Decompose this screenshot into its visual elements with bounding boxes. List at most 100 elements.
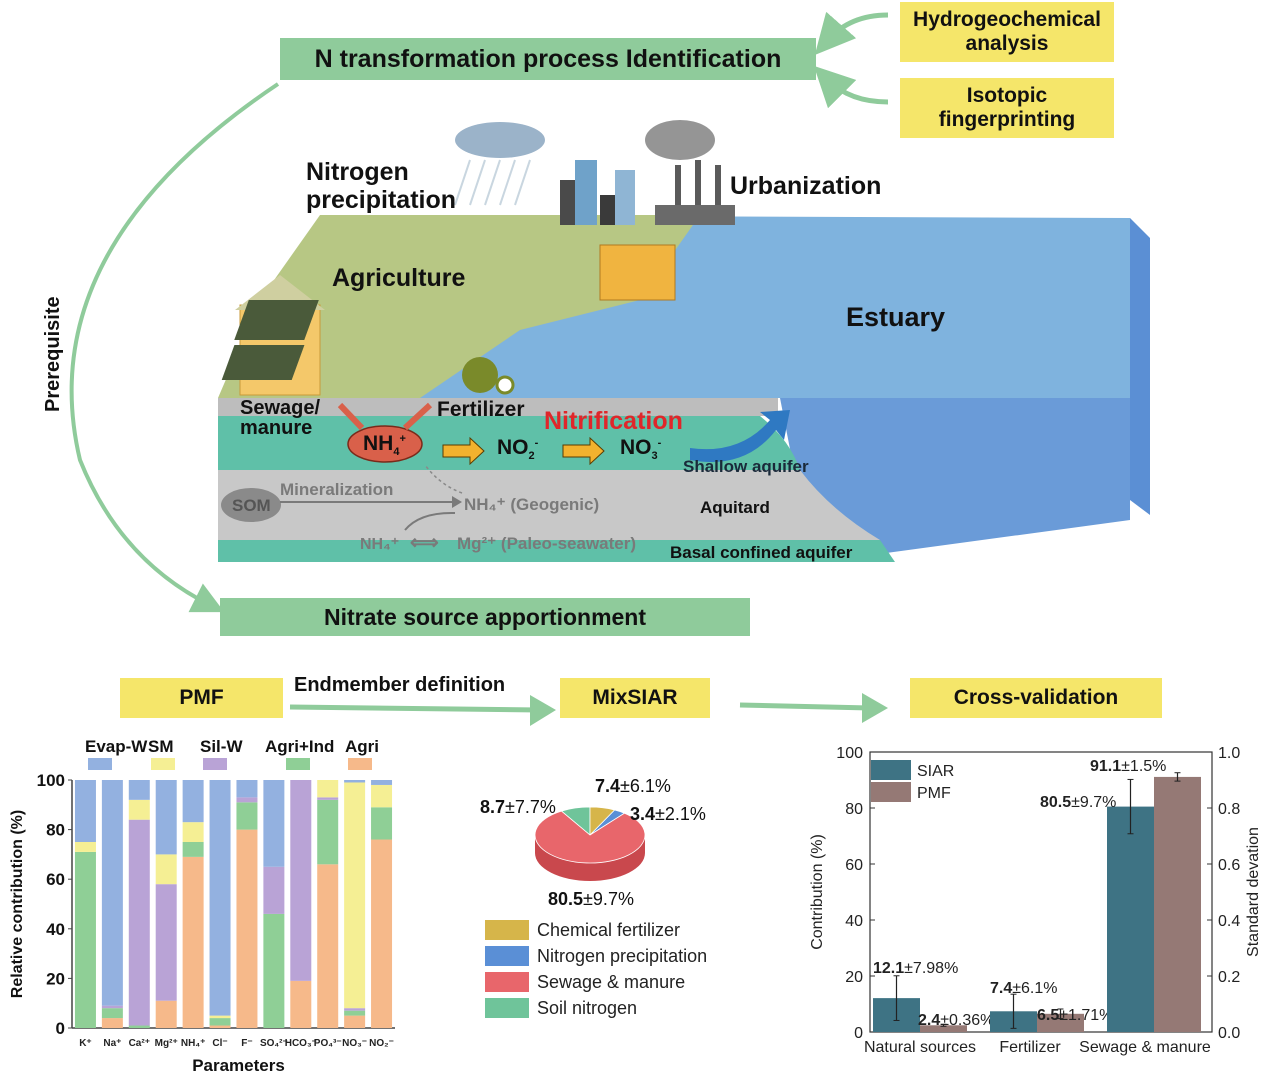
bar-segment-silw: [101, 1005, 123, 1009]
bar-segment-silw: [317, 797, 339, 800]
mixsiar-label: MixSIAR: [592, 685, 678, 709]
pie-label: 3.4±2.1%: [630, 804, 706, 824]
x-axis-label: Parameters: [192, 1056, 285, 1075]
bar-segment-agriind: [209, 1018, 231, 1026]
no2-text: NO: [497, 436, 529, 459]
bar-value-label: 7.4±6.1%: [990, 980, 1058, 997]
pie-legend-label: Soil nitrogen: [537, 998, 637, 1018]
x-tick-label: Natural sources: [864, 1039, 976, 1056]
bar-segment-agri: [155, 1000, 177, 1028]
bar-segment-sm: [209, 1015, 231, 1019]
bar-segment-evapw: [155, 780, 177, 855]
arrow-iso-to-n: [813, 65, 889, 109]
crop-field-icon: [234, 300, 319, 340]
exchange-arrow-icon: ⟺: [410, 532, 439, 554]
legend-label: Sil-W: [200, 737, 243, 756]
legend-label: Agri: [345, 737, 379, 756]
isotopic-line1: Isotopic: [966, 83, 1048, 107]
pie-label: 7.4±6.1%: [595, 776, 671, 796]
sewage-line1: Sewage/: [240, 397, 321, 419]
bar-segment-evapw: [371, 780, 393, 785]
x-tick-label: NH₄⁺: [181, 1038, 206, 1049]
aquitard-layer: [218, 470, 880, 540]
legend-label: PMF: [917, 785, 951, 802]
bar-segment-agriind: [317, 799, 339, 865]
endmember-label: Endmember definition: [294, 674, 506, 696]
flow-arrows: [69, 11, 889, 613]
y-tick-label: 20: [46, 969, 65, 988]
bar-siar: [1107, 806, 1154, 1032]
estuary-label: Estuary: [846, 302, 946, 332]
bar-pmf: [920, 1025, 967, 1032]
bar-segment-evapw: [74, 780, 96, 842]
hydrogeochemical-line2: analysis: [965, 32, 1049, 55]
geogenic-label: NH₄⁺ (Geogenic): [464, 495, 600, 514]
bar-pmf: [1037, 1013, 1084, 1032]
bar-segment-agriind: [236, 802, 258, 830]
legend-swatch: [88, 758, 112, 770]
soil-band: [218, 398, 778, 416]
isotopic-box: Isotopic fingerprinting: [900, 78, 1114, 138]
nitrate-source-label: Nitrate source apportionment: [323, 603, 647, 630]
x-tick-label: Cl⁻: [212, 1038, 227, 1049]
bar-segment-evapw: [209, 780, 231, 1016]
no3-label: NO3-: [620, 436, 662, 463]
pie-side: [535, 835, 645, 881]
y-tick-label: 100: [836, 745, 863, 762]
bar-segment-agri: [371, 839, 393, 1028]
x-tick-label: Na⁺: [103, 1038, 121, 1049]
pie-legend-swatch: [485, 946, 529, 966]
tractor-icon: [462, 357, 498, 393]
som-blob: [221, 488, 281, 522]
x-tick-label: NO₂⁻: [369, 1038, 394, 1049]
bottom-flow-arrows: [289, 693, 888, 726]
urbanization-label: Urbanization: [730, 172, 882, 200]
estuary-front-right: [1130, 218, 1150, 515]
cross-validation-label: Cross-validation: [953, 685, 1119, 709]
factory-icon: [645, 120, 735, 225]
bar-segment-agriind: [74, 851, 96, 1028]
bar-segment-sm: [74, 842, 96, 852]
arrow-hydro-to-n: [814, 11, 889, 56]
y-axis-label: Contribution (%): [809, 834, 826, 950]
bar-segment-agriind: [101, 1008, 123, 1019]
hydrogeochemical-box: Hydrogeochemical analysis: [900, 2, 1114, 62]
fertilizer-label: Fertilizer: [437, 398, 525, 421]
y-axis-label: Relative contribution (%): [9, 810, 26, 998]
bar-segment-sm: [317, 780, 339, 798]
arrow-sewage: [337, 402, 365, 431]
x-tick-label: SO₄²⁻: [260, 1038, 288, 1049]
bar-segment-agri: [344, 1015, 366, 1028]
x-tick-label: Fertilizer: [999, 1039, 1061, 1056]
bar-segment-evapw: [236, 780, 258, 798]
isotopic-line2: fingerprinting: [938, 108, 1076, 131]
cross-validation-box: Cross-validation: [910, 678, 1162, 718]
bar-segment-agriind: [263, 913, 285, 1028]
n-transformation-box: N transformation process Identification: [280, 38, 816, 80]
bar-segment-agriind: [182, 842, 204, 857]
bar-segment-silw: [290, 780, 312, 981]
bar-value-label: 2.4±0.36%: [918, 1012, 994, 1029]
legend-label: SM: [148, 737, 174, 756]
legend-label: SIAR: [917, 763, 954, 780]
bar-segment-agri: [182, 856, 204, 1028]
bar-segment-sm: [371, 784, 393, 808]
y-tick-label: 40: [46, 920, 65, 939]
no3-text: NO: [620, 436, 652, 459]
pie-label: 8.7±7.7%: [480, 797, 556, 817]
bar-value-label: 12.1±7.98%: [873, 960, 958, 977]
x-tick-label: Sewage & manure: [1079, 1039, 1211, 1056]
pie-legend-label: Nitrogen precipitation: [537, 946, 707, 966]
pie-legend-swatch: [485, 998, 529, 1018]
y-tick-label: 80: [46, 821, 65, 840]
n-transformation-label: N transformation process Identification: [314, 44, 782, 73]
bar-segment-evapw: [128, 780, 150, 800]
bar-segment-evapw: [344, 780, 366, 783]
bar-value-label: 80.5±9.7%: [1040, 794, 1116, 811]
cloud-icon: [455, 122, 545, 158]
basal-aquifer-label: Basal confined aquifer: [670, 543, 853, 562]
x-tick-label: NO₃⁻: [342, 1038, 367, 1049]
sewage-label: Sewage/ manure: [240, 398, 320, 438]
